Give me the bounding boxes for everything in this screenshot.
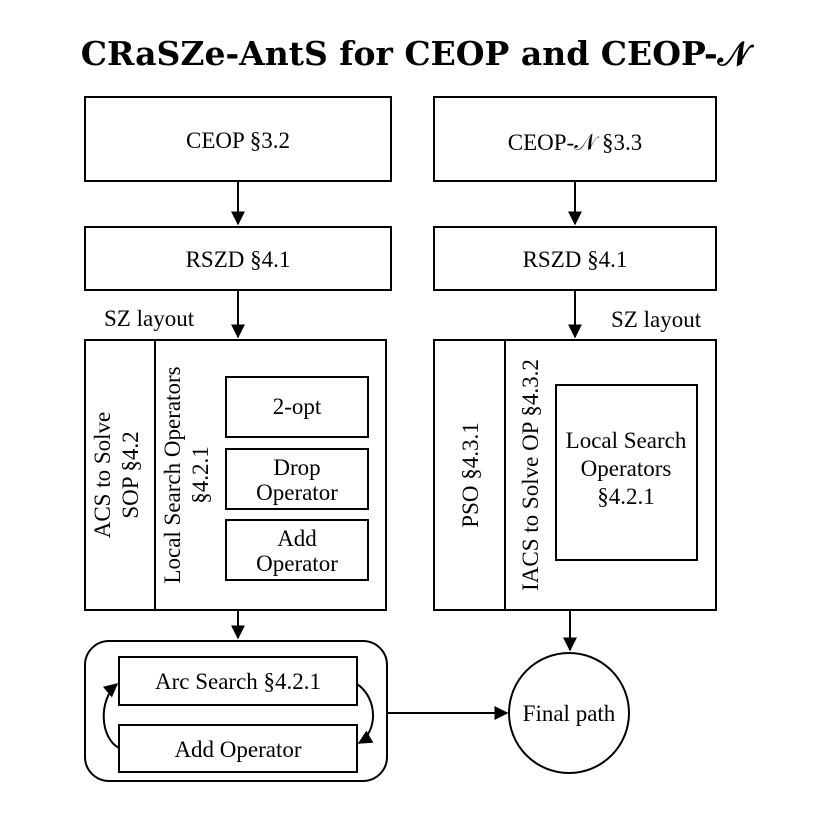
final-path-node	[508, 652, 630, 774]
add-operator-refine-label: Add Operator	[174, 737, 301, 762]
sz-layout-label-left: SZ layout	[104, 306, 195, 331]
drop-operator-label-line2: Operator	[256, 480, 338, 505]
local-search-label-line2: §4.2.1	[188, 446, 213, 504]
rszd-box-right-label: RSZD §4.1	[523, 247, 628, 272]
add-operator-label-line2: Operator	[256, 551, 338, 576]
rszd-box-left-label: RSZD §4.1	[186, 247, 291, 272]
local-search-right-line2: Operators	[581, 456, 672, 481]
add-operator-refine-box	[118, 724, 358, 773]
local-search-label-line1: Local Search Operators	[160, 366, 185, 583]
ceop-n-box	[433, 96, 717, 182]
drop-operator-box	[225, 448, 369, 510]
loop-arrow-to-arc-search	[102, 683, 120, 749]
local-search-box-right	[555, 384, 698, 561]
arc-search-label: Arc Search §4.2.1	[155, 669, 321, 694]
final-path-label: Final path	[523, 701, 616, 726]
local-search-right-line3: §4.2.1	[597, 484, 655, 509]
arc-search-box	[118, 656, 358, 706]
diagram-title: CRaSZe-AntS for CEOP and CEOP-𝒩	[81, 34, 755, 73]
loop-arrow-to-add-operator	[356, 683, 374, 744]
acs-label-line1: ACS to Solve	[90, 412, 115, 539]
drop-operator-label-line1: Drop	[273, 455, 320, 480]
ceop-box	[84, 96, 392, 182]
two-opt-label: 2-opt	[273, 394, 322, 419]
add-operator-box	[225, 519, 369, 581]
rszd-box-right	[433, 226, 717, 291]
ceop-box-label: CEOP §3.2	[186, 128, 290, 153]
rszd-box-left	[84, 226, 392, 291]
sz-layout-label-right: SZ layout	[611, 307, 702, 332]
pso-label: PSO §4.3.1	[458, 422, 483, 527]
two-opt-box	[225, 376, 369, 438]
acs-label-line2: SOP §4.2	[118, 431, 143, 518]
add-operator-label-line1: Add	[277, 526, 317, 551]
iacs-label: IACS to Solve OP §4.3.2	[518, 359, 543, 591]
ceop-n-box-label: CEOP-𝒩 §3.3	[508, 130, 643, 155]
local-search-right-line1: Local Search	[566, 428, 687, 453]
